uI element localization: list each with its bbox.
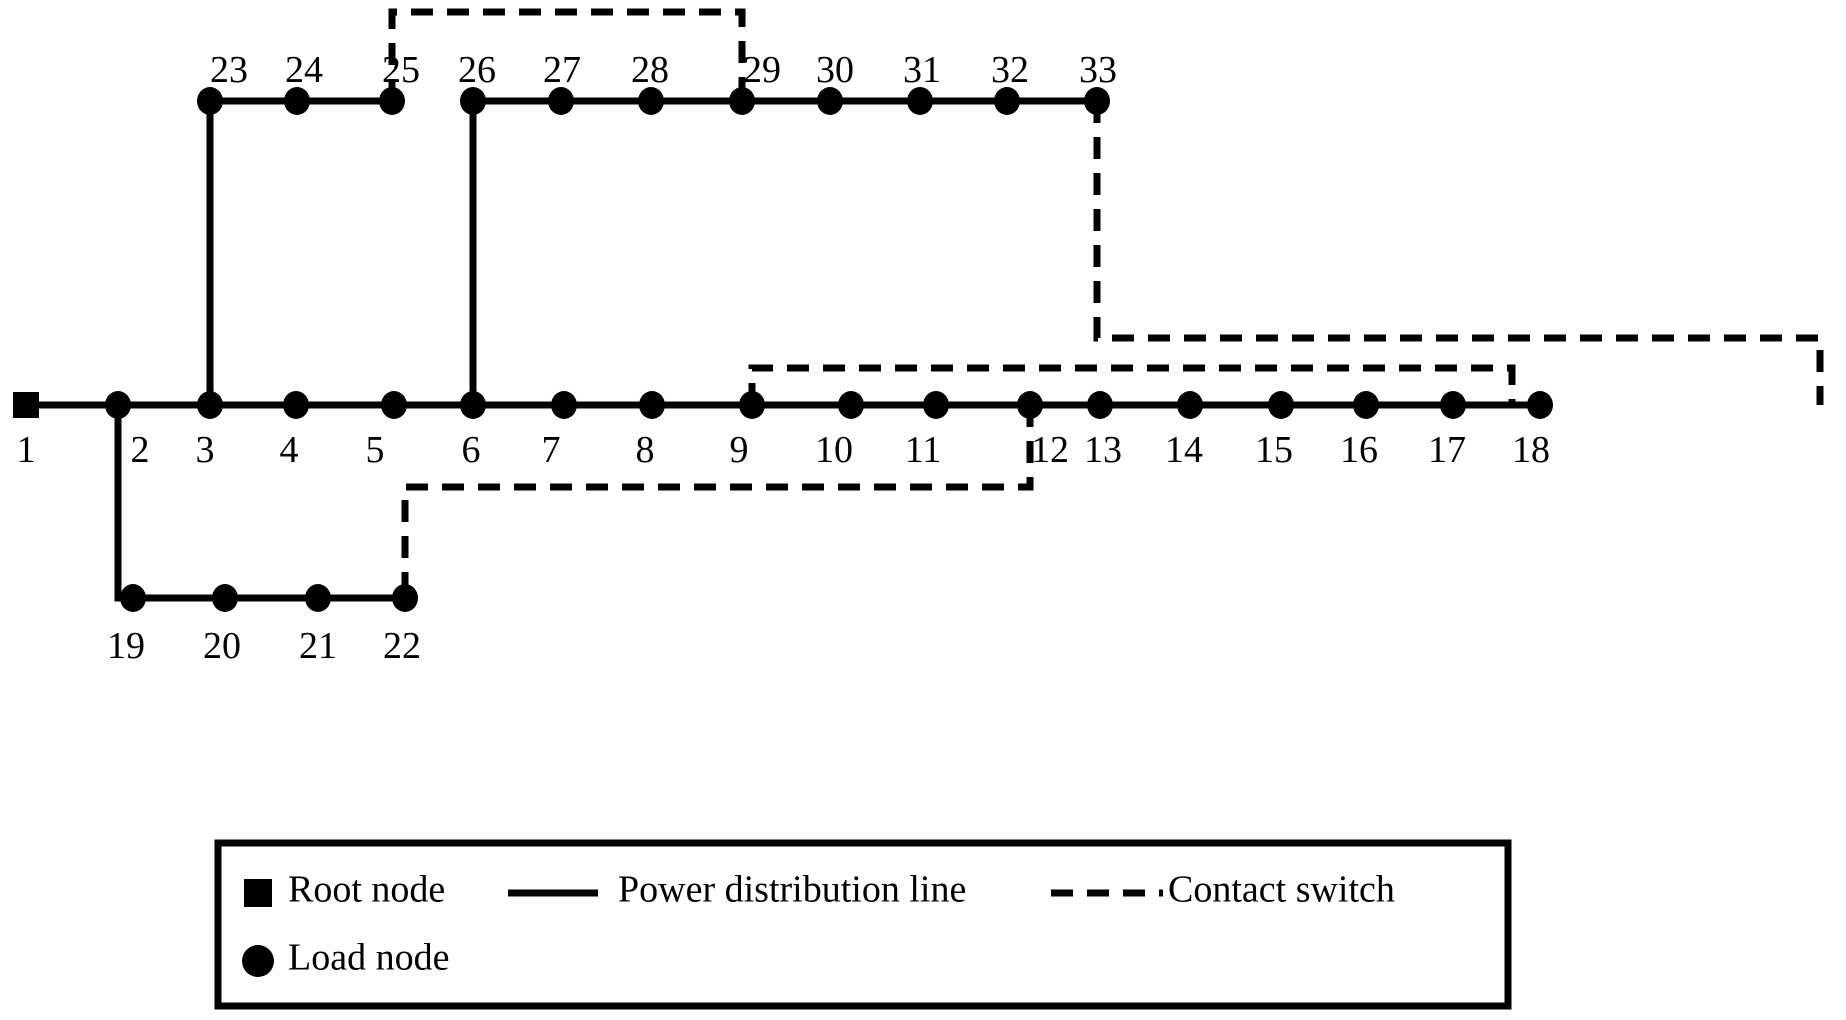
load-node-10[interactable]	[838, 391, 864, 419]
legend-root-node-marker	[244, 879, 272, 907]
node-label-28: 28	[631, 49, 669, 91]
node-label-14: 14	[1165, 429, 1203, 471]
power-distribution-line-3-23	[206, 97, 392, 405]
node-label-20: 20	[203, 625, 241, 667]
node-label-2: 2	[131, 429, 150, 471]
load-node-15[interactable]	[1268, 391, 1294, 419]
nodes-group	[13, 87, 1553, 612]
node-label-27: 27	[543, 49, 581, 91]
node-label-15: 15	[1255, 429, 1293, 471]
power-distribution-lines-group	[26, 97, 1540, 602]
node-label-11: 11	[905, 429, 942, 471]
node-label-1: 1	[17, 429, 36, 471]
load-node-11[interactable]	[923, 391, 949, 419]
node-label-5: 5	[366, 429, 385, 471]
node-label-13: 13	[1084, 429, 1122, 471]
legend: Root node Power distribution line Contac…	[214, 839, 1512, 1010]
load-node-20[interactable]	[212, 584, 238, 612]
load-node-2[interactable]	[105, 391, 131, 419]
node-label-6: 6	[462, 429, 481, 471]
load-node-3[interactable]	[197, 391, 223, 419]
node-label-29: 29	[743, 49, 781, 91]
legend-power-line-label: Power distribution line	[618, 869, 966, 911]
root-node-1[interactable]	[13, 392, 39, 418]
contact-switches-group	[388, 8, 1824, 598]
load-node-16[interactable]	[1353, 391, 1379, 419]
load-node-5[interactable]	[381, 391, 407, 419]
load-node-6[interactable]	[460, 391, 486, 419]
legend-border	[214, 839, 1512, 1010]
load-node-9[interactable]	[739, 391, 765, 419]
node-label-25: 25	[382, 49, 420, 91]
node-label-4: 4	[280, 429, 299, 471]
contact-switch-33-18	[1093, 101, 1824, 405]
node-label-21: 21	[299, 625, 337, 667]
load-node-33[interactable]	[1084, 87, 1110, 115]
node-label-33: 33	[1079, 49, 1117, 91]
node-label-24: 24	[285, 49, 323, 91]
node-label-3: 3	[196, 429, 215, 471]
contact-switch-9-15	[748, 364, 1516, 405]
contact-switch-25-29	[388, 8, 746, 101]
load-node-8[interactable]	[639, 391, 665, 419]
load-node-7[interactable]	[551, 391, 577, 419]
load-node-29[interactable]	[729, 87, 755, 115]
legend-contact-switch-label: Contact switch	[1168, 869, 1395, 911]
load-node-32[interactable]	[994, 87, 1020, 115]
node-label-30: 30	[816, 49, 854, 91]
legend-root-node-label: Root node	[288, 869, 445, 911]
node-label-22: 22	[383, 625, 421, 667]
power-distribution-line-6-26	[469, 97, 1097, 405]
load-node-30[interactable]	[817, 87, 843, 115]
load-node-13[interactable]	[1087, 391, 1113, 419]
node-label-23: 23	[210, 49, 248, 91]
load-node-26[interactable]	[460, 87, 486, 115]
load-node-31[interactable]	[907, 87, 933, 115]
load-node-4[interactable]	[283, 391, 309, 419]
load-node-14[interactable]	[1177, 391, 1203, 419]
load-node-17[interactable]	[1440, 391, 1466, 419]
power-distribution-line-2-19	[114, 405, 405, 602]
node-label-12: 12	[1031, 429, 1069, 471]
node-label-32: 32	[991, 49, 1029, 91]
node-label-16: 16	[1340, 429, 1378, 471]
load-node-23[interactable]	[197, 87, 223, 115]
load-node-28[interactable]	[638, 87, 664, 115]
node-label-17: 17	[1428, 429, 1466, 471]
load-node-18[interactable]	[1527, 391, 1553, 419]
load-node-27[interactable]	[548, 87, 574, 115]
load-node-12[interactable]	[1017, 391, 1043, 419]
node-label-9: 9	[730, 429, 749, 471]
load-node-25[interactable]	[379, 87, 405, 115]
node-label-19: 19	[107, 625, 145, 667]
contact-switch-12-22	[401, 405, 1034, 598]
load-node-24[interactable]	[284, 87, 310, 115]
node-label-26: 26	[458, 49, 496, 91]
legend-load-node-marker	[242, 945, 274, 977]
load-node-21[interactable]	[305, 584, 331, 612]
load-node-22[interactable]	[392, 584, 418, 612]
node-label-7: 7	[542, 429, 561, 471]
legend-load-node-label: Load node	[288, 937, 449, 979]
node-label-18: 18	[1512, 429, 1550, 471]
node-label-10: 10	[815, 429, 853, 471]
node-label-8: 8	[636, 429, 655, 471]
load-node-19[interactable]	[120, 584, 146, 612]
node-label-31: 31	[903, 49, 941, 91]
